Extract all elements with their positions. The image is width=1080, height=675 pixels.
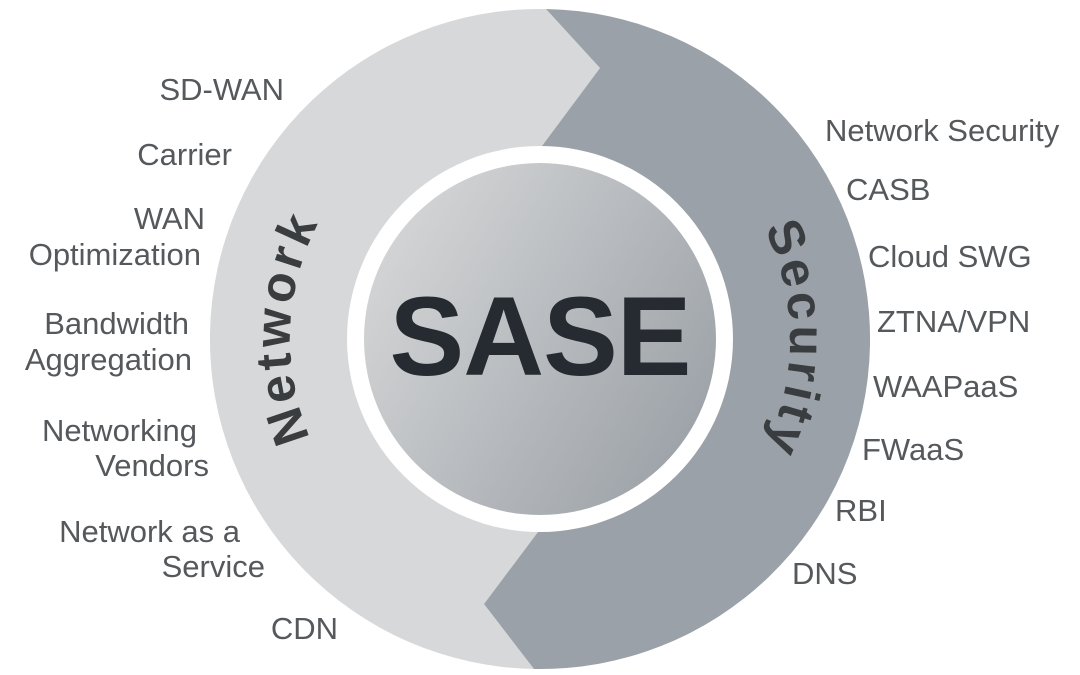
security-item-fwaas: FWaaS: [862, 432, 964, 467]
security-item-cloud-swg: Cloud SWG: [868, 239, 1032, 274]
security-item-rbi: RBI: [835, 493, 887, 528]
network-item-wan-optimization-line2: Optimization: [29, 237, 201, 272]
security-item-network-security: Network Security: [825, 113, 1060, 148]
network-item-bandwidth-aggregation-line2: Aggregation: [25, 342, 192, 377]
security-item-dns: DNS: [792, 556, 857, 591]
network-item-networking-vendors-line1: Networking: [42, 413, 197, 448]
security-item-waapaas: WAAPaaS: [873, 369, 1018, 404]
security-item-casb: CASB: [846, 172, 930, 207]
network-item-network-as-a-service-line2: Service: [162, 549, 265, 584]
security-item-ztna-vpn: ZTNA/VPN: [877, 304, 1030, 339]
network-item-carrier: Carrier: [137, 137, 232, 172]
network-item-network-as-a-service-line1: Network as a: [59, 514, 241, 549]
network-items: SD-WAN Carrier WAN Optimization Bandwidt…: [25, 72, 338, 646]
center-title: SASE: [390, 274, 691, 399]
center-circle: [364, 163, 716, 515]
network-item-bandwidth-aggregation-line1: Bandwidth: [44, 306, 189, 341]
network-item-wan-optimization-line1: WAN: [134, 201, 205, 236]
network-item-sd-wan: SD-WAN: [159, 72, 284, 107]
security-items: Network Security CASB Cloud SWG ZTNA/VPN…: [792, 113, 1060, 591]
network-item-networking-vendors-line2: Vendors: [95, 448, 209, 483]
network-item-cdn: CDN: [271, 611, 338, 646]
